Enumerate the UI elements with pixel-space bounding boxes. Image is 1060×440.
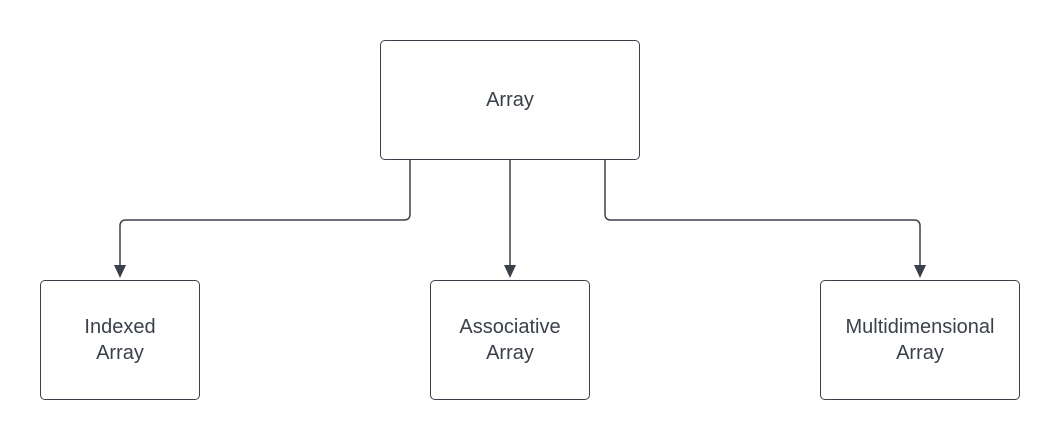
- associative-array-node: Associative Array: [430, 280, 590, 400]
- array-root-node: Array: [380, 40, 640, 160]
- arrowhead-associative: [504, 265, 516, 278]
- array-root-label: Array: [486, 89, 534, 111]
- arrowhead-multidimensional: [914, 265, 926, 278]
- connector-root-to-multidimensional: [604, 160, 921, 266]
- multidimensional-array-node: Multidimensional Array: [820, 280, 1020, 400]
- associative-array-label-line2: Array: [486, 342, 534, 364]
- arrowhead-indexed: [114, 265, 126, 278]
- indexed-array-label-line2: Array: [96, 342, 144, 364]
- connector-root-to-indexed: [119, 160, 411, 266]
- multidimensional-array-label-line1: Multidimensional: [845, 316, 995, 338]
- indexed-array-node: Indexed Array: [40, 280, 200, 400]
- indexed-array-label-line1: Indexed: [84, 316, 156, 338]
- multidimensional-array-label-line2: Array: [896, 342, 944, 364]
- associative-array-label-line1: Associative: [459, 316, 561, 338]
